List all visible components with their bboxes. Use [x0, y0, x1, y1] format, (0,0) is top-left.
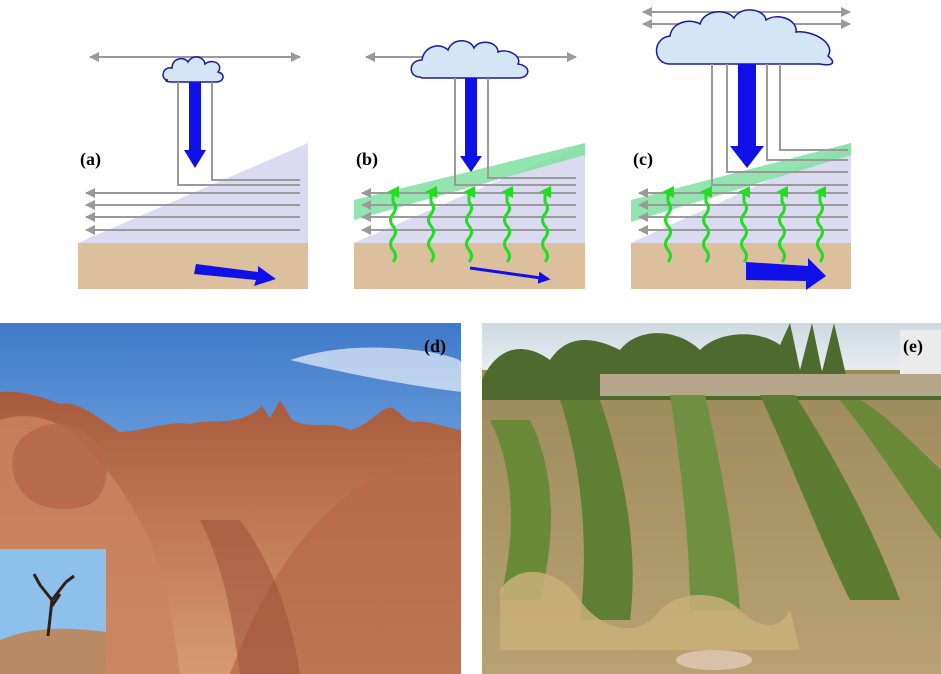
panel-label-a: (a)	[80, 149, 101, 170]
inset-ground	[0, 628, 106, 674]
plant-row	[670, 395, 740, 610]
runoff-arrow	[469, 266, 551, 284]
rain-arrow-shaft	[465, 78, 477, 158]
plant-row	[840, 400, 941, 540]
rain-arrow-head	[184, 150, 206, 168]
panel-a: (a)	[78, 52, 308, 289]
runoff-arrow	[746, 258, 826, 290]
transpiration-arrow	[425, 186, 437, 263]
transpiration-arrow	[501, 186, 513, 263]
transpiration-arrows	[662, 186, 826, 263]
moisture-path	[454, 78, 576, 186]
rain-arrow-head	[730, 146, 764, 168]
stone-pile	[676, 650, 752, 670]
cloud-icon	[162, 56, 224, 83]
soil-layer	[631, 243, 851, 289]
rock-ridge	[230, 450, 461, 674]
panel-label-b: (b)	[356, 149, 378, 170]
moisture-path	[211, 82, 300, 181]
transpiration-arrows	[387, 186, 551, 263]
plant-row	[490, 420, 551, 600]
moisture-path	[177, 82, 300, 186]
transpiration-arrow	[463, 186, 475, 263]
moisture-path	[711, 64, 848, 186]
transpiration-arrow	[738, 186, 750, 263]
panel-d-photo: (d)	[0, 323, 461, 674]
rock-boulder	[12, 423, 107, 510]
rain-arrow-shaft	[189, 82, 201, 152]
panel-e-photo: (e)	[482, 323, 941, 674]
plant-row	[760, 395, 900, 600]
rock-gully	[200, 520, 300, 674]
inset-tree-photo	[0, 549, 106, 674]
transpiration-arrow	[814, 186, 826, 263]
panel-label-d: (d)	[424, 336, 446, 357]
rain-arrow-shaft	[738, 64, 756, 150]
cloud-wisp	[290, 347, 461, 392]
transpiration-arrow	[700, 186, 712, 263]
moisture-path	[726, 64, 848, 173]
panel-c: (c)	[631, 7, 851, 290]
moisture-path	[487, 78, 576, 179]
panel-label-e: (e)	[903, 336, 923, 357]
plant-row	[560, 400, 633, 620]
moisture-path	[779, 64, 848, 151]
soil-layer	[78, 243, 308, 289]
panel-b: (b)	[354, 40, 585, 289]
cloud-icon	[410, 40, 529, 79]
transpiration-arrow	[387, 186, 399, 263]
stone-wall	[600, 374, 941, 396]
straw-mulch	[500, 571, 800, 650]
vegetation-canopy	[631, 143, 851, 222]
cloud-icon	[655, 9, 834, 66]
transpiration-arrow	[776, 186, 788, 263]
transpiration-arrow	[662, 186, 674, 263]
rain-arrow-head	[460, 156, 482, 172]
panel-label-c: (c)	[633, 149, 653, 170]
vegetation-canopy	[354, 143, 585, 220]
runoff-arrow	[194, 264, 276, 286]
transpiration-arrow	[539, 186, 551, 263]
inset-tree-trunk	[32, 573, 75, 637]
moisture-path	[766, 64, 848, 161]
